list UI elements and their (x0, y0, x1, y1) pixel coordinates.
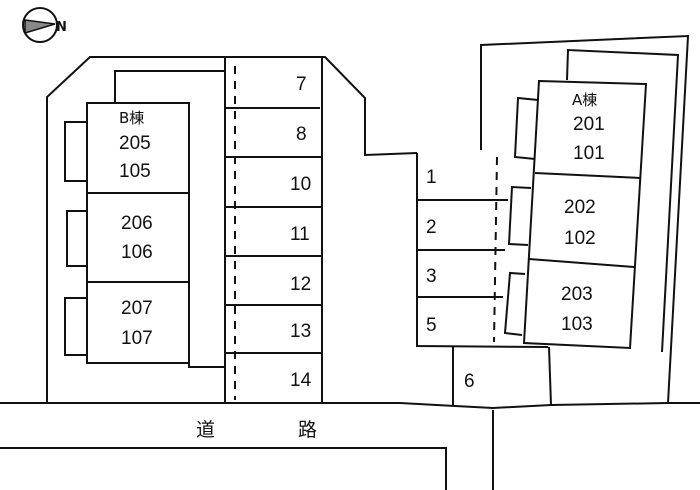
unit-203: 203 (561, 284, 593, 305)
parking-7: 7 (296, 74, 307, 95)
building-b (64, 70, 224, 368)
unit-107: 107 (121, 328, 153, 349)
unit-102: 102 (564, 228, 596, 249)
lot-b-boundary (46, 56, 418, 403)
building-a (503, 79, 648, 350)
lot-a-boundary (480, 34, 690, 404)
road-label-1: 道 (196, 419, 215, 441)
parking-6-right (548, 346, 552, 406)
road-edge-upper (0, 402, 700, 410)
road-label-2: 路 (298, 419, 317, 441)
parking-11: 11 (290, 224, 310, 245)
parking-right (416, 153, 549, 348)
parking-8: 8 (296, 124, 307, 145)
unit-207: 207 (121, 298, 153, 319)
unit-101: 101 (573, 143, 605, 164)
unit-206: 206 (121, 213, 153, 234)
north-label: N (56, 20, 67, 35)
unit-201: 201 (573, 114, 605, 135)
parking-5: 5 (426, 315, 437, 336)
unit-105: 105 (119, 161, 151, 182)
parking-10: 10 (290, 174, 311, 195)
parking-left (224, 56, 323, 404)
parking-2: 2 (426, 217, 437, 238)
building-a-label: A棟 (572, 91, 597, 109)
unit-205: 205 (119, 133, 151, 154)
north-compass-icon: N (22, 7, 67, 43)
unit-103: 103 (561, 314, 593, 335)
parking-13: 13 (290, 321, 311, 342)
unit-106: 106 (121, 242, 153, 263)
parking-1: 1 (426, 167, 437, 188)
building-b-label: B棟 (119, 109, 144, 127)
parking-12: 12 (290, 274, 311, 295)
unit-202: 202 (564, 197, 596, 218)
road-edge-lower (0, 447, 447, 490)
parking-14: 14 (290, 370, 312, 391)
lot-a-inner (566, 48, 680, 353)
parking-6: 6 (464, 371, 475, 392)
parking-3: 3 (426, 266, 437, 287)
